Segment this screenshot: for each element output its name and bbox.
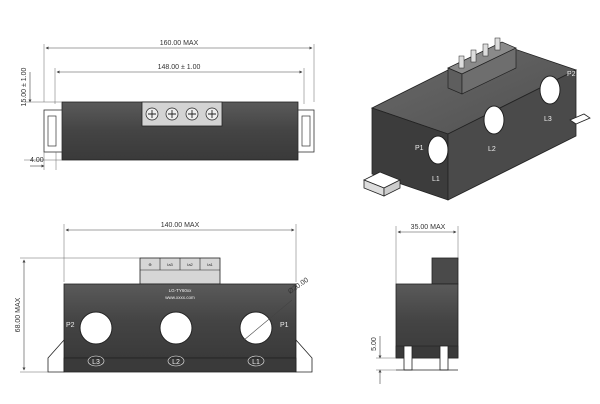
side-view: 35.00 MAX 5.00 xyxy=(371,224,459,384)
dim-foot-width: 4.00 xyxy=(30,157,44,164)
front-flange-left xyxy=(47,338,65,373)
hole-label-badge xyxy=(167,355,185,367)
iso-hole-label: L3 xyxy=(544,116,552,123)
terminal-post xyxy=(470,49,477,63)
hole-label: L2 xyxy=(172,359,180,366)
dim-side-depth: 35.00 MAX xyxy=(411,224,446,231)
screw-cross xyxy=(208,110,216,118)
dim-side-foot-height: 5.00 xyxy=(371,337,378,351)
dim-top-height: 15.00 ± 1.00 xyxy=(21,67,28,106)
front-base xyxy=(63,357,297,373)
front-pin-right: P1 xyxy=(280,322,289,329)
dim-overall-length: 160.00 MAX xyxy=(160,40,199,47)
front-flange-right xyxy=(295,338,313,373)
iso-terminal-posts xyxy=(458,37,501,69)
model-text: LG-TY60xx xyxy=(169,288,193,293)
hole-label-badge xyxy=(247,355,265,367)
iso-hole-label: L2 xyxy=(488,146,496,153)
iso-long-face xyxy=(447,69,577,201)
terminal-post xyxy=(482,43,489,57)
screw-cross xyxy=(188,110,196,118)
iso-hole-label: L1 xyxy=(432,176,440,183)
iso-hole-l3 xyxy=(539,75,561,105)
iso-foot-left-front xyxy=(383,179,401,197)
top-foot-slot-left xyxy=(47,115,57,147)
dim-mounting-pitch: 148.00 ± 1.00 xyxy=(158,64,201,71)
website-text: www.xxxx.com xyxy=(165,295,195,300)
iso-pin-right: P2 xyxy=(567,71,576,78)
iso-hole-l2 xyxy=(483,105,505,135)
hole-label: L3 xyxy=(92,359,100,366)
terminal-label: Ia3 xyxy=(167,262,173,267)
screw-cross xyxy=(148,110,156,118)
front-hole-l1 xyxy=(239,311,273,345)
front-pin-left: P2 xyxy=(66,322,75,329)
terminal-post xyxy=(494,37,501,51)
terminal-label: Ia2 xyxy=(187,262,193,267)
diameter-leader xyxy=(243,299,293,341)
terminal-label: Ia1 xyxy=(207,262,213,267)
top-view: 160.00 MAX 148.00 ± 1.00 15.00 ± 1.00 xyxy=(21,40,315,170)
terminal-label: ⊕ xyxy=(148,262,151,267)
hole-label: L1 xyxy=(252,359,260,366)
front-view: 140.00 MAX ⊕ Ia3 Ia2 Ia1 LG-TY60xx www.x… xyxy=(15,222,313,373)
iso-view: P1 P2 L1 L2 L3 xyxy=(363,37,591,201)
front-hole-l2 xyxy=(159,311,193,345)
dim-front-width: 140.00 MAX xyxy=(161,222,200,229)
screw-cross xyxy=(168,110,176,118)
side-terminal xyxy=(431,257,459,285)
iso-terminal-front xyxy=(461,47,517,95)
side-foot-left xyxy=(403,345,413,371)
dim-front-height: 68.00 MAX xyxy=(15,297,22,332)
terminal-screws xyxy=(145,107,219,121)
side-foot-right xyxy=(439,345,449,371)
hole-label-badge xyxy=(87,355,105,367)
iso-pin-left: P1 xyxy=(415,145,424,152)
terminal-post xyxy=(458,55,465,69)
iso-hole-l1 xyxy=(427,135,449,165)
top-foot-slot-right xyxy=(301,115,311,147)
front-hole-l3 xyxy=(79,311,113,345)
iso-foot-right xyxy=(569,113,591,125)
